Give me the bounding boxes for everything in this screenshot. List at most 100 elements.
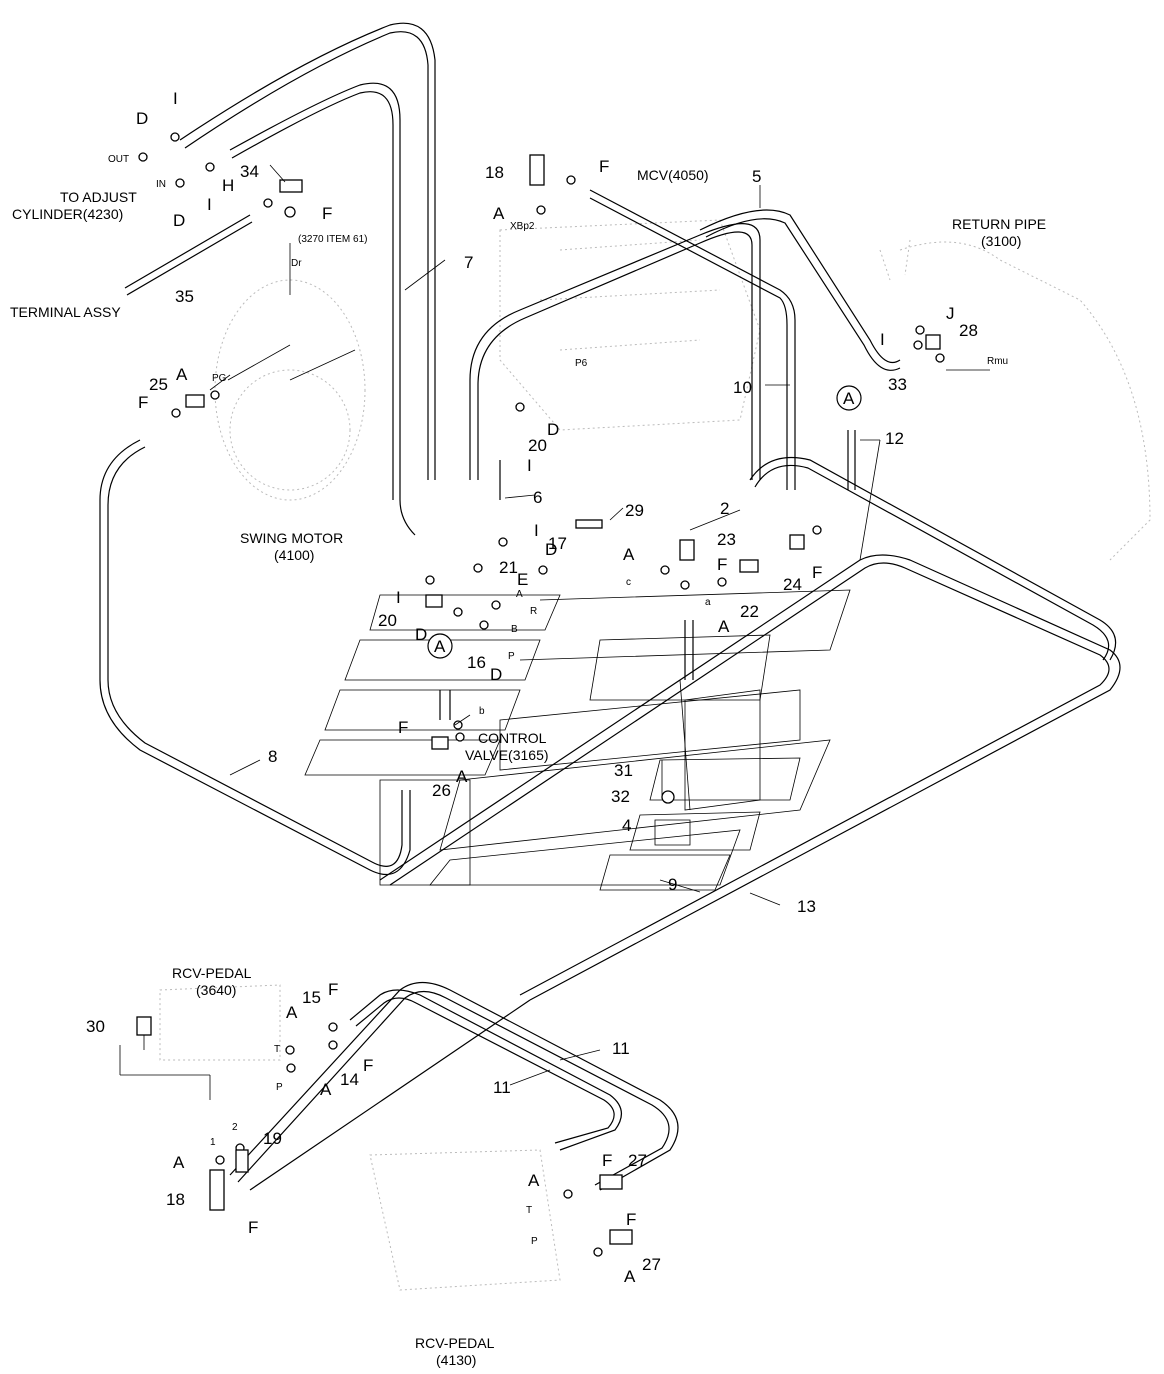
callout-a8: A xyxy=(173,1153,185,1172)
port-rmu-label: Rmu xyxy=(987,356,1008,367)
port-b-upper-label: B xyxy=(511,624,518,635)
callout-22: 22 xyxy=(740,602,759,621)
swing-motor-label-2: (4100) xyxy=(274,547,314,563)
callout-11a: 11 xyxy=(612,1039,630,1058)
circle-a-label-left: A xyxy=(434,637,446,656)
callout-18a: 18 xyxy=(485,163,504,182)
callout-i4: I xyxy=(534,521,539,540)
callout-30: 30 xyxy=(86,1017,105,1036)
rcv-pedal-top-label-2: (3640) xyxy=(196,982,236,998)
callout-h: H xyxy=(222,176,234,195)
callout-f2: F xyxy=(138,393,148,412)
to-adjust-label-2: CYLINDER(4230) xyxy=(12,206,123,222)
leader-lines xyxy=(119,164,990,1100)
circle-a-marker-right xyxy=(836,385,862,411)
port-p1-label: P xyxy=(276,1082,283,1093)
return-pipe-label-2: (3100) xyxy=(981,233,1021,249)
item-61-label: (3270 ITEM 61) xyxy=(298,234,367,245)
port-t2-label: T xyxy=(526,1205,532,1216)
port-xbp2-label: XBp2 xyxy=(510,221,535,232)
callout-17: 17 xyxy=(548,534,567,553)
callout-4: 4 xyxy=(622,816,631,835)
callout-f9: F xyxy=(248,1218,258,1237)
port-p2-label: P xyxy=(531,1236,538,1247)
port-a-lower-label: a xyxy=(705,597,711,608)
callout-35: 35 xyxy=(175,287,194,306)
port-2-label: 2 xyxy=(232,1122,238,1133)
callout-29: 29 xyxy=(625,501,644,520)
callout-a3: A xyxy=(623,545,635,564)
port-t1-label: T xyxy=(274,1044,280,1055)
callout-d4: D xyxy=(545,540,557,559)
callout-i1: I xyxy=(173,89,178,108)
terminal-assy-label: TERMINAL ASSY xyxy=(10,304,121,320)
callout-j: J xyxy=(946,304,955,323)
circle-a-label-right: A xyxy=(843,389,855,408)
callout-8: 8 xyxy=(268,747,277,766)
callout-d6: D xyxy=(490,665,502,684)
callout-a9: A xyxy=(528,1171,540,1190)
port-c-label: c xyxy=(626,577,631,588)
callout-11b: 11 xyxy=(493,1078,511,1097)
callout-i3: I xyxy=(527,456,532,475)
callout-9: 9 xyxy=(668,875,677,894)
callout-e: E xyxy=(517,570,528,589)
callout-14: 14 xyxy=(340,1070,359,1089)
callout-31: 31 xyxy=(614,761,633,780)
callout-a6: A xyxy=(286,1003,298,1022)
callout-12: 12 xyxy=(885,429,904,448)
callout-a7: A xyxy=(320,1080,332,1099)
ghost-components xyxy=(159,219,1151,1291)
callout-i2: I xyxy=(207,195,212,214)
callout-a2: A xyxy=(493,204,505,223)
callout-f6: F xyxy=(398,718,408,737)
port-in-label: IN xyxy=(156,179,166,190)
callout-28: 28 xyxy=(959,321,978,340)
callout-6: 6 xyxy=(533,488,542,507)
port-pg-label: PG xyxy=(212,373,227,384)
callout-d5: D xyxy=(415,625,427,644)
callout-19: 19 xyxy=(263,1129,282,1148)
fittings xyxy=(136,132,945,1257)
to-adjust-label-1: TO ADJUST xyxy=(60,189,137,205)
callout-f11: F xyxy=(626,1210,636,1229)
control-valve-plates xyxy=(304,589,851,891)
control-valve-label-1: CONTROL xyxy=(478,730,547,746)
callout-5: 5 xyxy=(752,167,761,186)
callout-d3: D xyxy=(547,420,559,439)
callout-26: 26 xyxy=(432,781,451,800)
callout-20b: 20 xyxy=(378,611,397,630)
swing-motor-label-1: SWING MOTOR xyxy=(240,530,343,546)
callouts: 2 4 5 6 7 8 9 10 11 11 12 13 14 15 16 17… xyxy=(86,89,978,1286)
callout-27b: 27 xyxy=(642,1255,661,1274)
callout-f1: F xyxy=(322,204,332,223)
callout-d2: D xyxy=(173,211,185,230)
text-labels: TO ADJUST CYLINDER(4230) TERMINAL ASSY S… xyxy=(10,154,1046,1368)
callout-16: 16 xyxy=(467,653,486,672)
callout-24: 24 xyxy=(783,575,802,594)
callout-20a: 20 xyxy=(528,436,547,455)
callout-7: 7 xyxy=(464,253,473,272)
mcv-label: MCV(4050) xyxy=(637,167,709,183)
rcv-pedal-top-label-1: RCV-PEDAL xyxy=(172,965,252,981)
circle-a-markers xyxy=(427,385,862,659)
port-dr-label: Dr xyxy=(291,258,302,269)
callout-f5: F xyxy=(812,563,822,582)
callout-21: 21 xyxy=(499,558,518,577)
port-p6-label: P6 xyxy=(575,358,588,369)
callout-f7: F xyxy=(328,980,338,999)
callout-25: 25 xyxy=(149,375,168,394)
port-p-cv-label: P xyxy=(508,651,515,662)
callout-f3: F xyxy=(599,157,609,176)
circle-a-marker-left xyxy=(427,633,453,659)
rcv-pedal-bottom-label-2: (4130) xyxy=(436,1352,476,1368)
callout-f10: F xyxy=(602,1151,612,1170)
callout-a4: A xyxy=(718,617,730,636)
callout-a1: A xyxy=(176,365,188,384)
callout-a5: A xyxy=(456,767,468,786)
callout-34: 34 xyxy=(240,162,259,181)
callout-i5: I xyxy=(396,588,401,607)
callout-27a: 27 xyxy=(628,1151,647,1170)
